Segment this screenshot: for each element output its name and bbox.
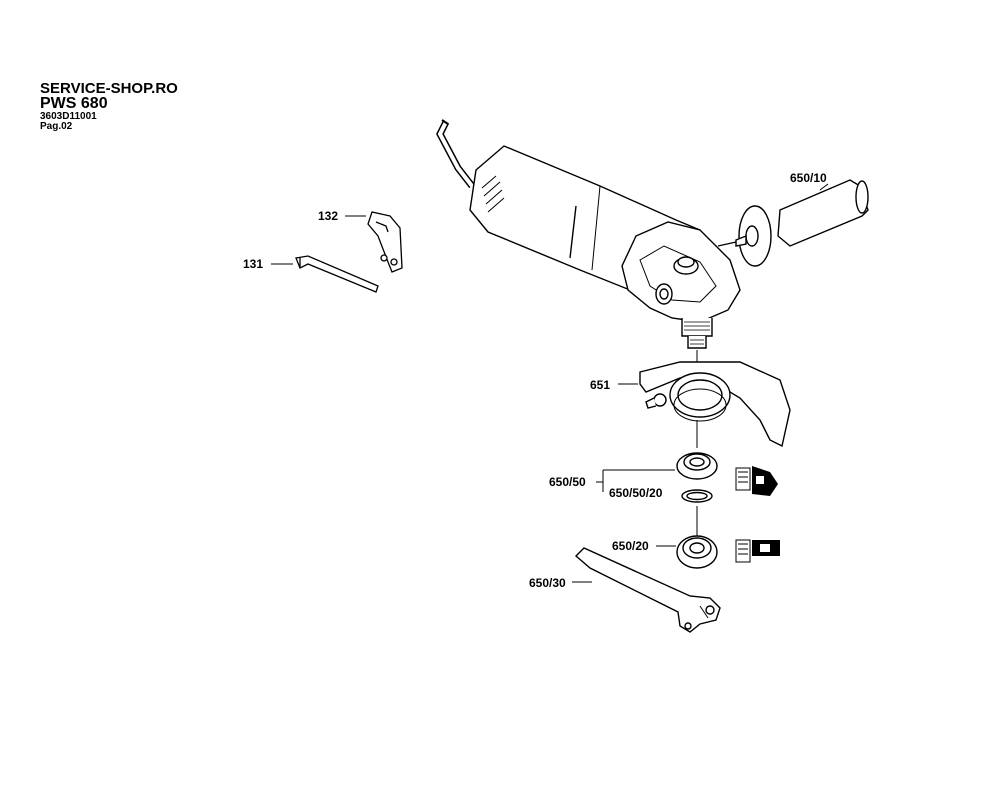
label-650-30: 650/30 bbox=[529, 576, 566, 590]
cross-section-icon-1 bbox=[735, 466, 778, 496]
part-650-30-pin-wrench bbox=[572, 547, 721, 633]
page-number: Pag.02 bbox=[40, 121, 73, 132]
label-650-50: 650/50 bbox=[549, 475, 586, 489]
part-131-hex-key bbox=[271, 255, 379, 293]
part-650-20-clamping-nut bbox=[656, 535, 718, 569]
part-650-50-flange bbox=[676, 452, 718, 503]
label-132: 132 bbox=[318, 209, 338, 223]
label-131: 131 bbox=[243, 257, 263, 271]
part-650-10-side-handle bbox=[717, 179, 869, 267]
cross-section-icon-2 bbox=[735, 539, 780, 563]
part-code: 3603D11001 bbox=[40, 111, 97, 122]
shop-title: SERVICE-SHOP.RO bbox=[40, 80, 178, 97]
label-650-10: 650/10 bbox=[790, 171, 827, 185]
angle-grinder-body bbox=[436, 119, 741, 349]
label-bracket-650-50 bbox=[596, 469, 675, 492]
label-650-20: 650/20 bbox=[612, 539, 649, 553]
part-651-guard bbox=[618, 361, 791, 448]
label-650-50-20: 650/50/20 bbox=[609, 486, 663, 500]
label-651: 651 bbox=[590, 378, 610, 392]
model-name: PWS 680 bbox=[40, 95, 108, 112]
part-132-bracket bbox=[345, 211, 403, 273]
